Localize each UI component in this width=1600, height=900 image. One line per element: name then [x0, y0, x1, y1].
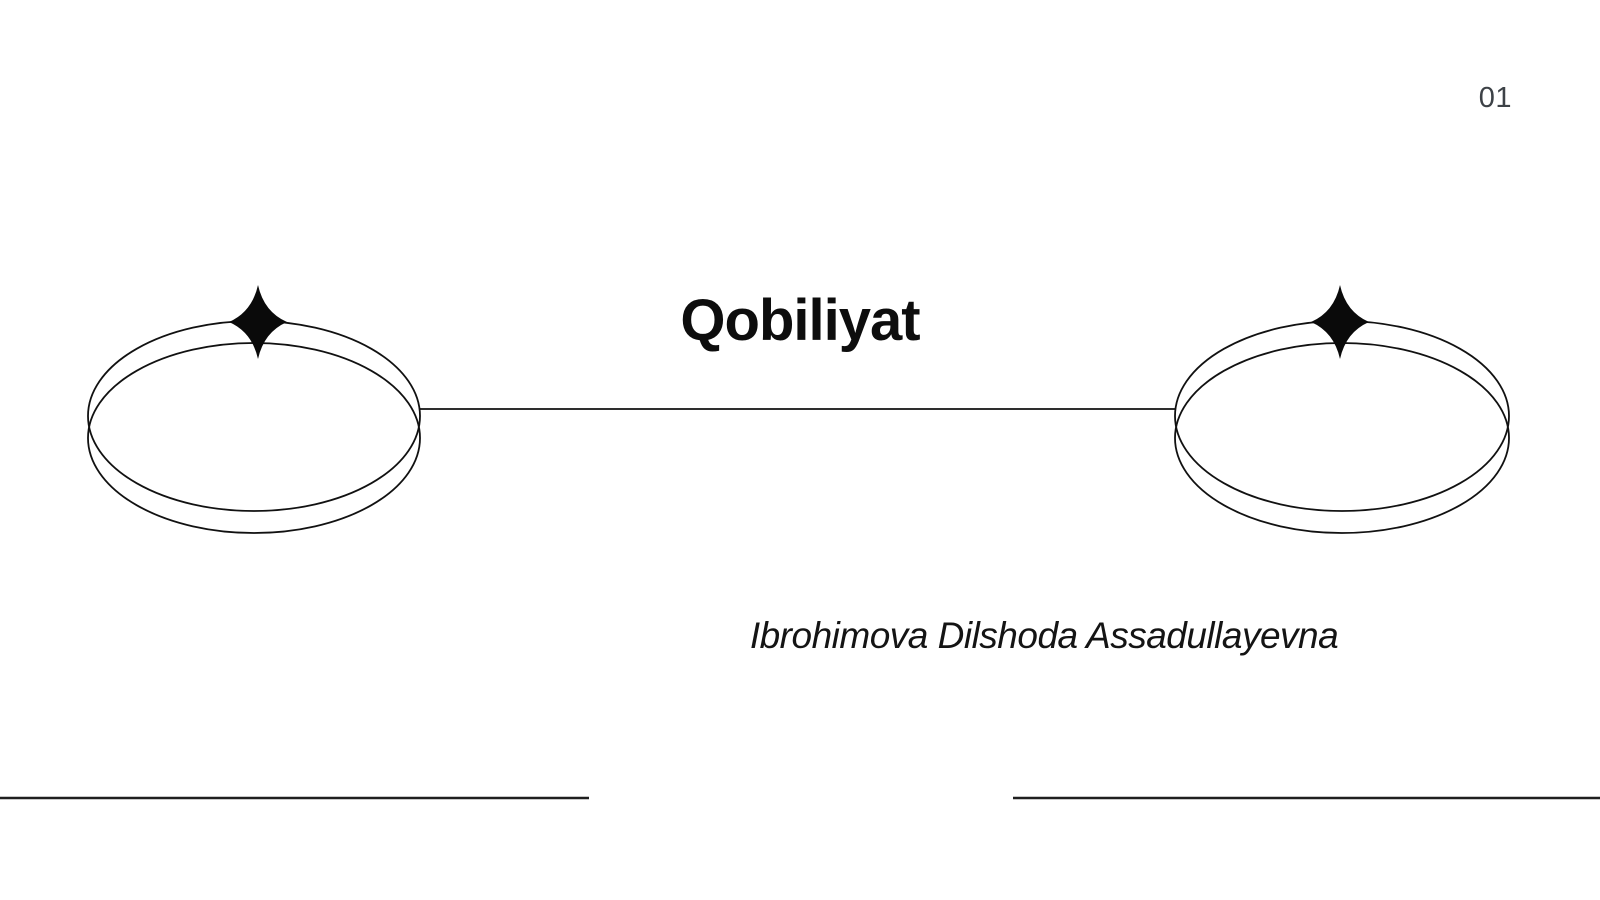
page-number: 01	[1478, 82, 1512, 114]
right-orbit-ornament	[1174, 285, 1510, 534]
left-orbit-upper-ellipse	[87, 320, 421, 512]
right-orbit-lower-ellipse	[1174, 342, 1510, 534]
author-name: Ibrohimova Dilshoda Assadullayevna	[749, 615, 1339, 656]
left-orbit-ornament	[87, 285, 421, 534]
left-orbit-lower-ellipse	[87, 342, 421, 534]
slide-title: Qobiliyat	[680, 288, 920, 353]
right-sparkle-icon	[1311, 285, 1369, 359]
left-sparkle-icon	[229, 285, 287, 359]
